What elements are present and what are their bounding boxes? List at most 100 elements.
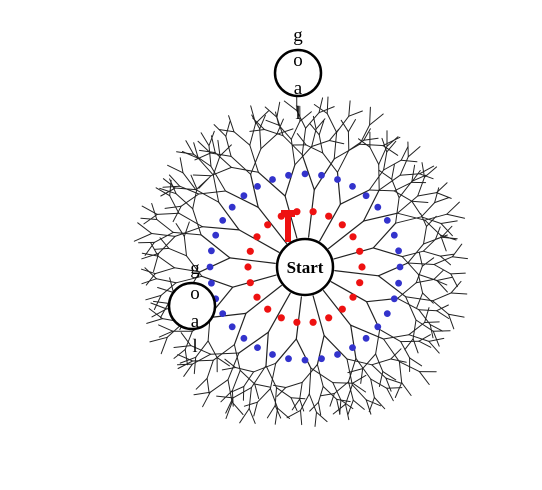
tree-branch bbox=[310, 367, 334, 384]
tree-branch bbox=[159, 237, 170, 249]
tree-branch bbox=[440, 223, 453, 237]
tree-branch bbox=[257, 206, 288, 244]
start-circle bbox=[275, 237, 335, 297]
tree-branch bbox=[238, 229, 280, 253]
tree-branch bbox=[439, 253, 455, 257]
goal-letter: a bbox=[191, 311, 200, 332]
inner-frontier-dot bbox=[309, 318, 317, 326]
tree-branch bbox=[400, 341, 411, 359]
tree-branch bbox=[259, 114, 266, 130]
tree-branch bbox=[217, 139, 221, 157]
start-marker bbox=[281, 210, 295, 242]
tree-branch bbox=[416, 292, 424, 309]
tree-branch bbox=[274, 387, 277, 406]
tree-branch bbox=[440, 220, 458, 224]
outer-frontier-dot bbox=[285, 355, 292, 363]
tree-branch bbox=[316, 411, 328, 423]
outer-frontier-dot bbox=[318, 355, 325, 363]
tree-branch bbox=[227, 379, 233, 403]
tree-branch bbox=[179, 185, 200, 195]
tree-branch bbox=[274, 405, 282, 419]
tree-branch bbox=[193, 356, 197, 375]
inner-frontier-dot bbox=[253, 233, 261, 241]
tree-branch bbox=[411, 200, 429, 203]
tree-branch bbox=[290, 120, 301, 140]
tree-branch bbox=[311, 128, 317, 147]
tree-branch bbox=[385, 377, 402, 384]
tree-branch bbox=[397, 297, 420, 311]
tree-branch bbox=[283, 100, 298, 112]
inner-frontier-dot bbox=[309, 208, 317, 216]
outer-frontier-dot bbox=[212, 231, 220, 239]
goal-letter: g bbox=[190, 258, 200, 279]
tree-branch bbox=[360, 368, 364, 384]
tree-branch bbox=[451, 243, 463, 258]
tree-branch bbox=[368, 169, 385, 191]
tree-branch bbox=[336, 398, 341, 415]
tree-branch bbox=[424, 166, 438, 178]
tree-branch bbox=[372, 222, 397, 249]
tree-branch bbox=[290, 397, 298, 412]
tree-branch bbox=[239, 408, 250, 424]
tree-branch bbox=[195, 377, 208, 390]
tree-branch bbox=[368, 189, 395, 192]
tree-branch bbox=[169, 277, 174, 293]
inner-frontier-dot bbox=[264, 221, 272, 229]
tree-branch bbox=[158, 324, 174, 332]
inner-frontier-dot bbox=[356, 279, 364, 287]
tree-branch bbox=[415, 319, 434, 332]
inner-frontier-dot bbox=[325, 212, 333, 220]
tree-branch bbox=[197, 157, 214, 176]
tree-branch bbox=[160, 282, 177, 296]
tree-branch bbox=[243, 371, 255, 387]
tree-branch bbox=[436, 310, 450, 319]
tree-branch bbox=[407, 146, 421, 158]
tree-branch bbox=[190, 174, 198, 190]
inner-frontier-dot bbox=[253, 293, 261, 301]
tree-branch bbox=[296, 133, 307, 146]
tree-branch bbox=[336, 398, 351, 403]
tree-branch bbox=[450, 272, 466, 275]
tree-branch bbox=[243, 401, 258, 407]
outer-frontier-dot bbox=[240, 192, 248, 200]
tree-branch bbox=[255, 110, 269, 124]
tree-branch bbox=[435, 226, 441, 240]
tree-branch bbox=[230, 155, 252, 175]
tree-branch bbox=[352, 399, 365, 410]
tree-branch bbox=[245, 284, 282, 314]
tree-branch bbox=[238, 331, 269, 354]
outer-frontier-dot bbox=[206, 263, 214, 271]
tree-branch bbox=[394, 382, 403, 398]
tree-branch bbox=[177, 354, 194, 362]
tree-branch bbox=[408, 334, 430, 342]
tree-branch bbox=[250, 148, 262, 175]
outer-frontier-ring bbox=[206, 170, 404, 364]
tree-branch bbox=[359, 143, 384, 147]
tree-branch bbox=[133, 233, 153, 242]
tree-branch bbox=[179, 356, 197, 364]
tree-branch bbox=[143, 213, 158, 225]
outer-frontier-dot bbox=[240, 334, 248, 342]
tree-branch bbox=[397, 282, 417, 299]
tree-branch bbox=[286, 409, 301, 419]
tree-branch bbox=[350, 324, 357, 359]
tree-branch bbox=[145, 273, 156, 286]
tree-branch bbox=[158, 235, 176, 254]
tree-branch bbox=[368, 397, 375, 413]
tree-branch bbox=[248, 408, 256, 424]
tree-branch bbox=[382, 371, 397, 381]
tree-branch bbox=[340, 119, 349, 133]
tree-branch bbox=[396, 212, 426, 221]
tree-branch bbox=[290, 138, 296, 166]
tree-branch bbox=[233, 344, 241, 371]
tree-branch bbox=[199, 257, 231, 273]
tree-branch bbox=[329, 393, 335, 407]
tree-branch bbox=[230, 166, 259, 173]
tree-branch bbox=[300, 393, 310, 411]
tree-branch bbox=[192, 359, 214, 362]
inner-frontier-dot bbox=[293, 208, 301, 216]
tree-branch bbox=[178, 212, 203, 228]
tree-branch bbox=[386, 387, 403, 389]
tree-branch bbox=[411, 174, 427, 182]
tree-branch bbox=[195, 189, 220, 203]
